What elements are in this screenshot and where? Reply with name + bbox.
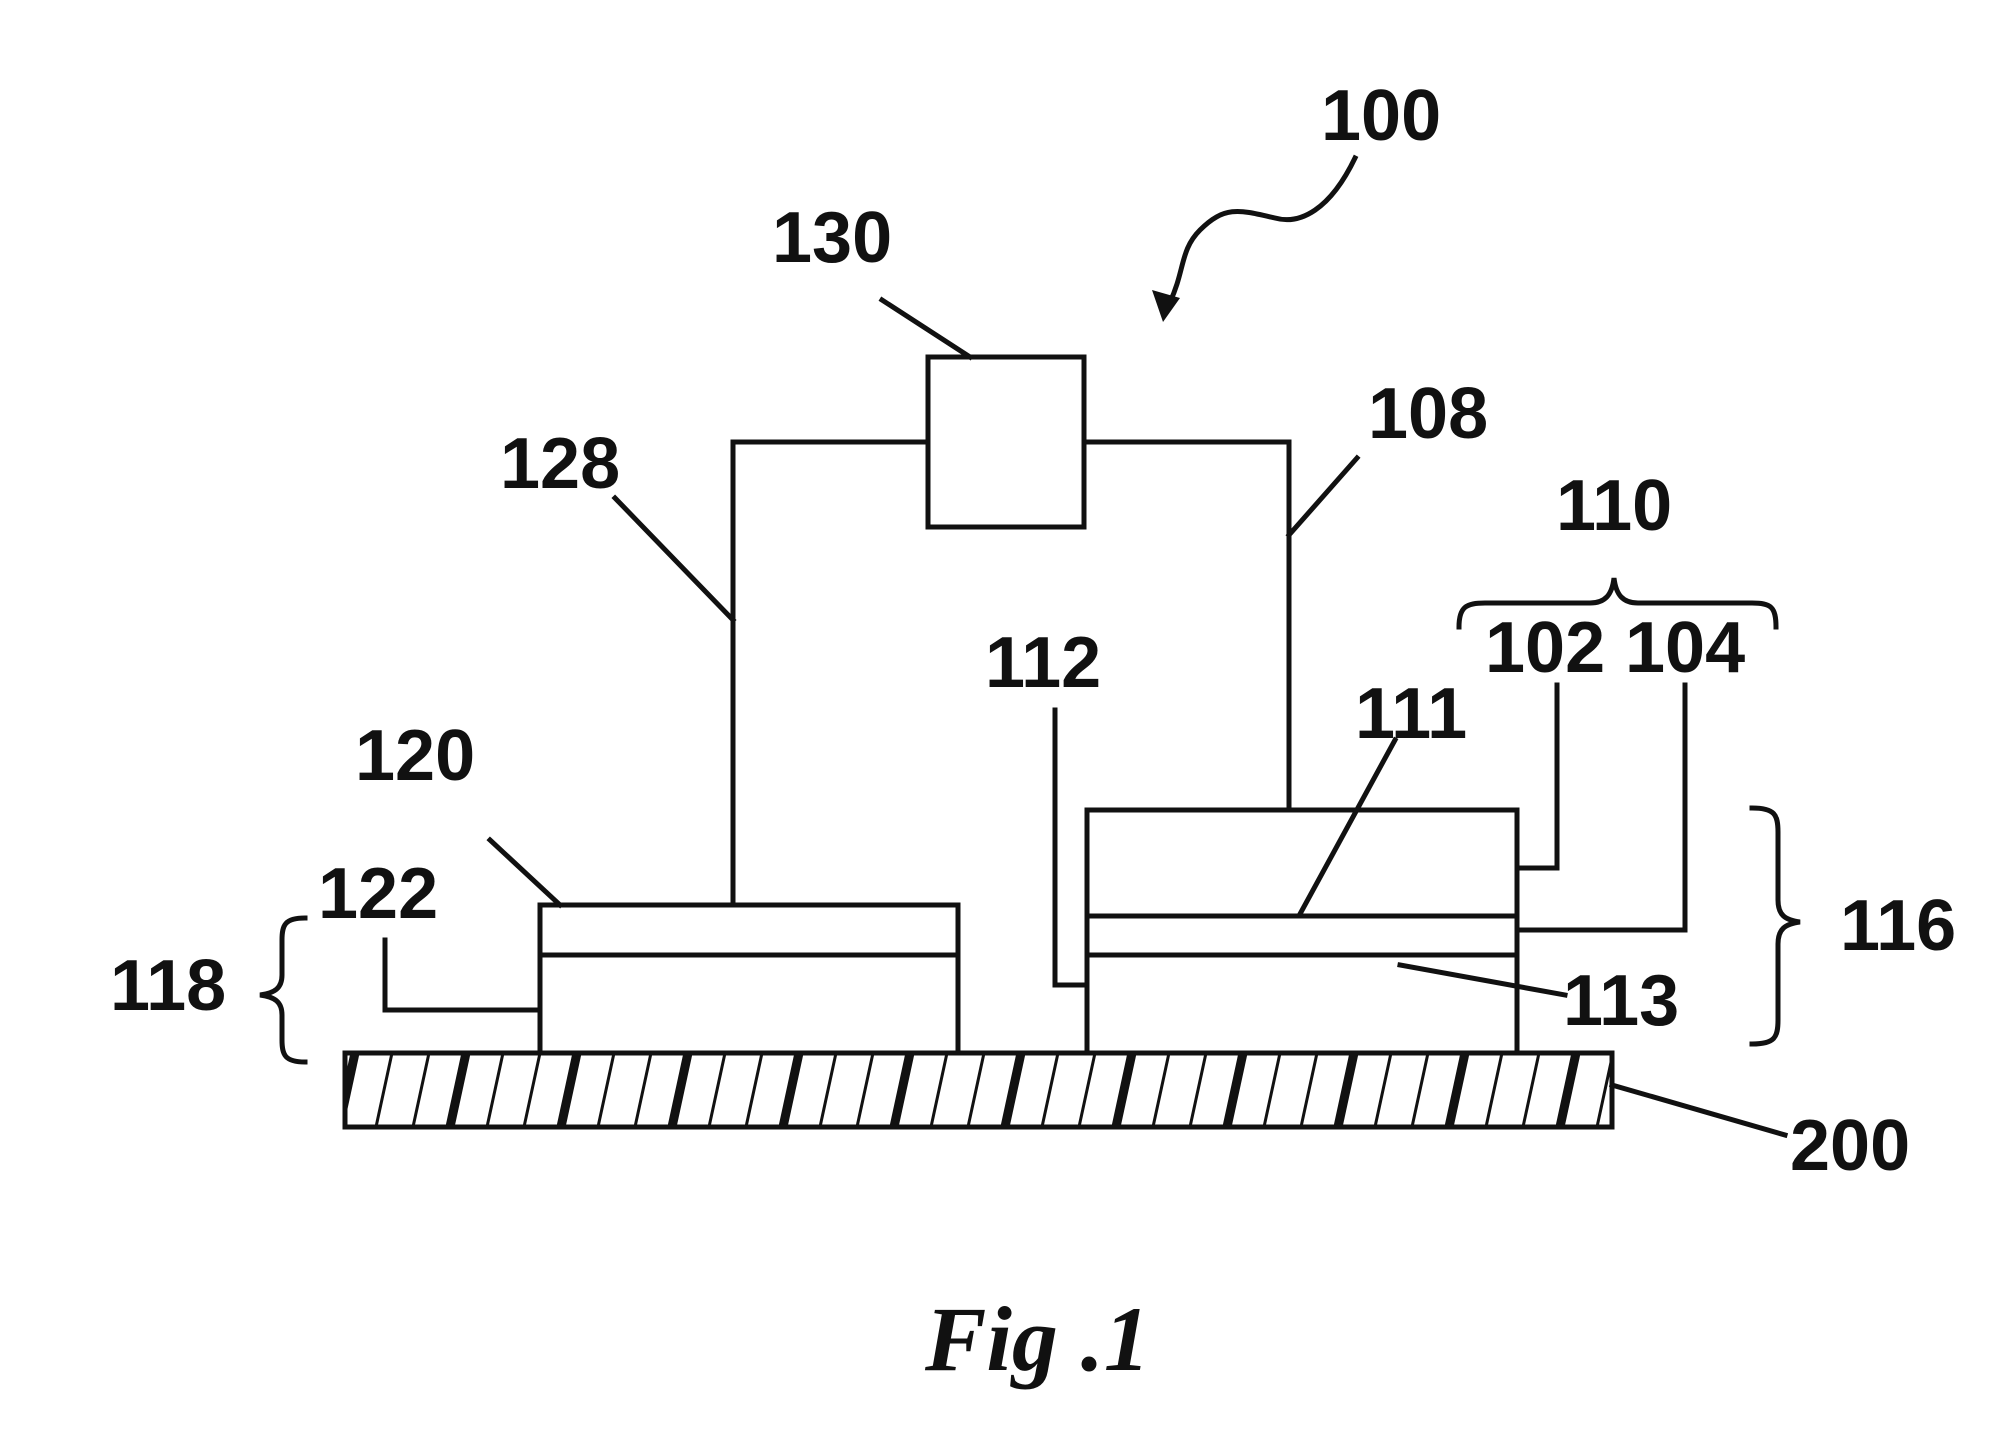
left-electrode-120 xyxy=(540,905,958,955)
brace-116 xyxy=(1752,808,1800,1044)
substrate-stripe xyxy=(598,1053,614,1127)
substrate-stripe xyxy=(1153,1053,1169,1127)
left-base-block-122 xyxy=(540,955,958,1053)
leader-108 xyxy=(1289,458,1357,535)
leader-120 xyxy=(490,840,560,905)
leader-111 xyxy=(1300,740,1395,914)
substrate-stripe xyxy=(1523,1053,1539,1127)
substrate-stripe xyxy=(894,1053,910,1127)
label-110: 110 xyxy=(1556,466,1672,546)
substrate-stripe xyxy=(1227,1053,1243,1127)
leader-122 xyxy=(385,940,540,1010)
label-113: 113 xyxy=(1563,961,1679,1041)
substrate-stripe xyxy=(672,1053,688,1127)
substrate-stripe xyxy=(1042,1053,1058,1127)
substrate-stripe xyxy=(561,1053,577,1127)
leader-104 xyxy=(1517,685,1685,930)
substrate-stripe xyxy=(968,1053,984,1127)
leader-112 xyxy=(1055,710,1087,985)
label-100: 100 xyxy=(1321,76,1441,156)
substrate-stripe xyxy=(635,1053,651,1127)
substrate-stripe xyxy=(1264,1053,1280,1127)
leader-130 xyxy=(882,300,970,357)
substrate-stripe xyxy=(450,1053,466,1127)
leader-113 xyxy=(1400,965,1565,995)
substrate-stripe xyxy=(524,1053,540,1127)
label-111: 111 xyxy=(1355,674,1467,754)
substrate-stripe xyxy=(1486,1053,1502,1127)
right-base-block xyxy=(1087,955,1517,1053)
label-102: 102 xyxy=(1485,608,1605,688)
substrate-stripe xyxy=(709,1053,725,1127)
substrate-stripe xyxy=(376,1053,392,1127)
substrate-stripe xyxy=(746,1053,762,1127)
brace-118 xyxy=(260,918,305,1062)
leader-100 xyxy=(1170,158,1355,302)
substrate-stripe xyxy=(1116,1053,1132,1127)
right-stack-116 xyxy=(1087,810,1517,1053)
substrate-stripe xyxy=(1375,1053,1391,1127)
substrate-stripe xyxy=(1449,1053,1465,1127)
substrate-stripe xyxy=(1190,1053,1206,1127)
arrowhead-100 xyxy=(1152,290,1180,322)
wire-108 xyxy=(1084,442,1289,810)
leader-200 xyxy=(1612,1085,1785,1135)
substrate-stripe xyxy=(1079,1053,1095,1127)
label-200: 200 xyxy=(1790,1106,1910,1186)
substrate-stripe xyxy=(857,1053,873,1127)
left-stack-118 xyxy=(540,905,958,1053)
layer-104 xyxy=(1087,916,1517,955)
wire-128 xyxy=(733,442,928,905)
label-128: 128 xyxy=(500,424,620,504)
substrate-stripe xyxy=(413,1053,429,1127)
label-116: 116 xyxy=(1840,886,1956,966)
substrate-outline xyxy=(345,1053,1612,1127)
label-104: 104 xyxy=(1625,608,1745,688)
figure-caption: Fig .1 xyxy=(924,1288,1150,1390)
label-120: 120 xyxy=(355,716,475,796)
substrate-hatching xyxy=(339,1053,1613,1127)
label-122: 122 xyxy=(318,854,438,934)
substrate-stripe xyxy=(931,1053,947,1127)
label-112: 112 xyxy=(985,623,1101,703)
substrate-stripe xyxy=(487,1053,503,1127)
leader-128 xyxy=(615,498,733,620)
layer-102 xyxy=(1087,810,1517,916)
substrate-stripe xyxy=(783,1053,799,1127)
label-130: 130 xyxy=(772,198,892,278)
substrate-stripe xyxy=(1412,1053,1428,1127)
substrate-stripe xyxy=(1301,1053,1317,1127)
labels: 100 130 108 128 110 102 104 112 111 120 … xyxy=(110,76,1956,1390)
substrate-200 xyxy=(339,1053,1613,1127)
label-118: 118 xyxy=(110,946,226,1026)
substrate-stripe xyxy=(1005,1053,1021,1127)
device-box-130 xyxy=(928,357,1084,527)
substrate-stripe xyxy=(1338,1053,1354,1127)
substrate-stripe xyxy=(1560,1053,1576,1127)
label-108: 108 xyxy=(1368,374,1488,454)
leader-102 xyxy=(1517,685,1557,868)
substrate-stripe xyxy=(820,1053,836,1127)
